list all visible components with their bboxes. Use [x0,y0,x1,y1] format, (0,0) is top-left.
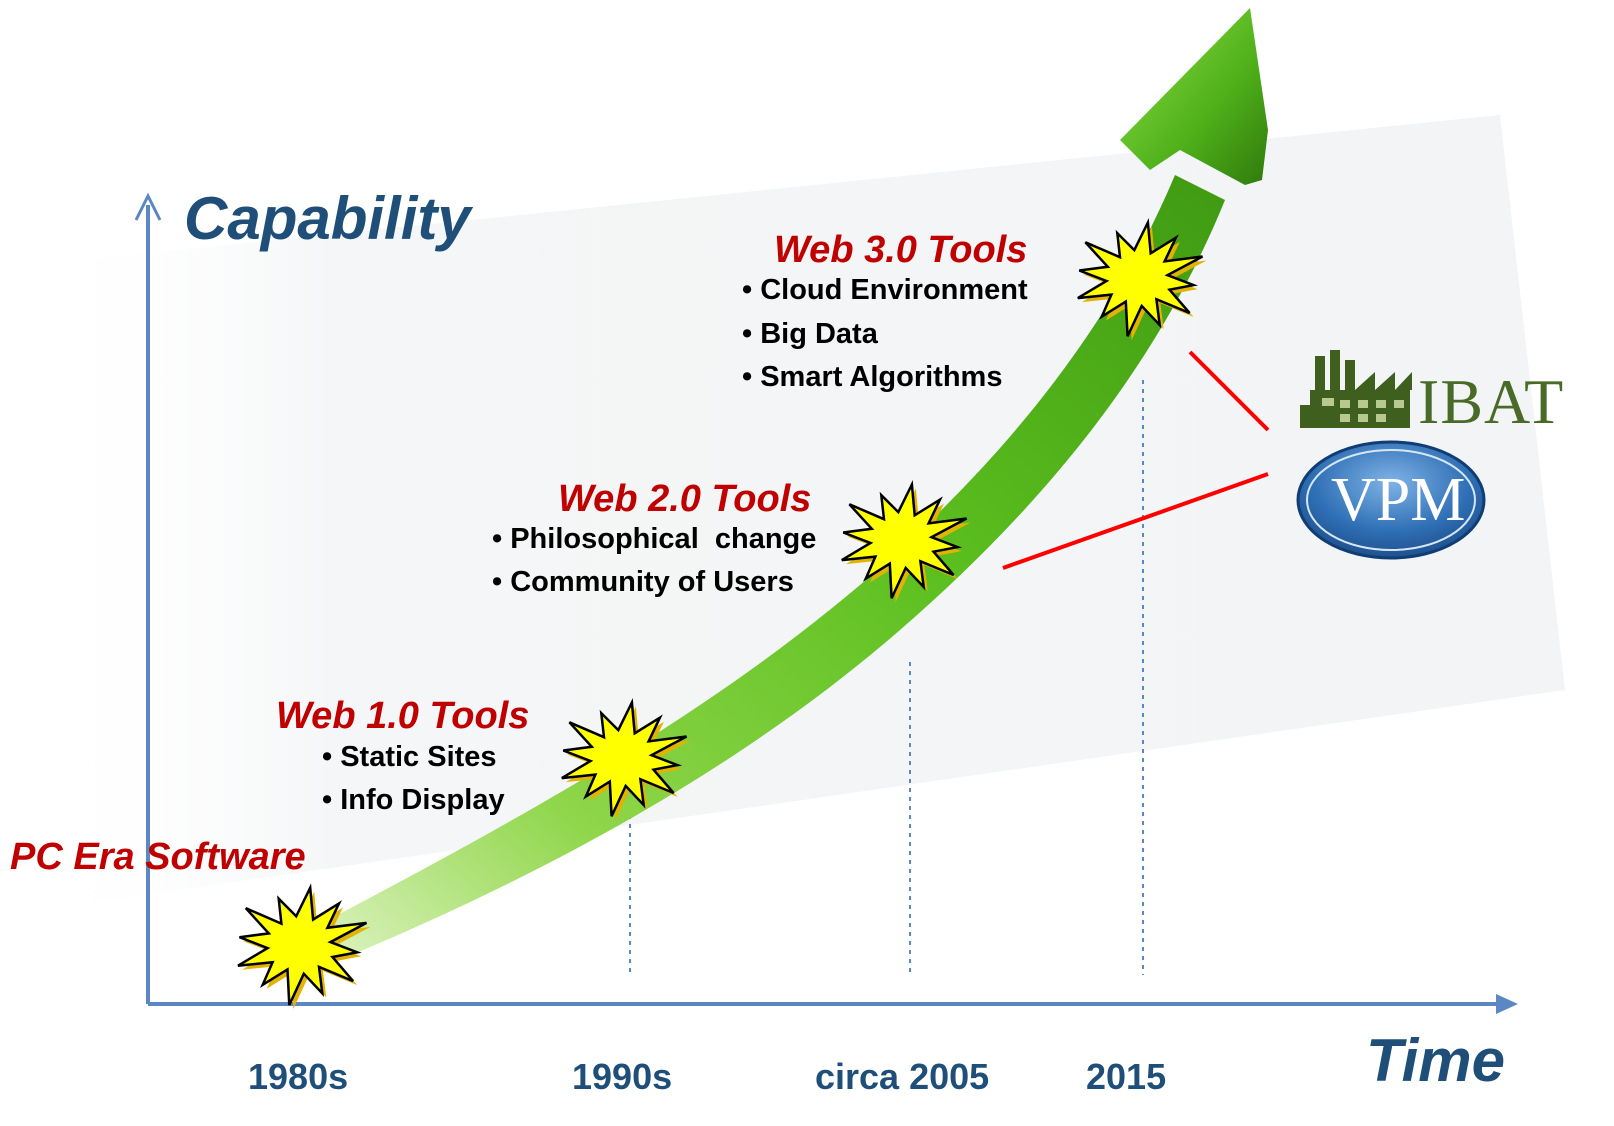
y-axis-label: Capability [184,185,471,252]
x-axis-label: Time [1366,1027,1505,1094]
milestone-web1-title: Web 1.0 Tools [276,695,530,737]
factory-icon [1300,350,1412,428]
milestone-web1-bullet-text: Info Display [340,784,505,816]
milestone-web2-bullet-text: Community of Users [510,566,794,598]
vpm-logo-text: VPM [1331,466,1466,534]
tick-label-1980s: 1980s [248,1056,349,1097]
tick-label-circa-2005: circa 2005 [815,1056,990,1097]
milestone-web3-bullet-text: Cloud Environment [760,274,1028,306]
milestone-web3-title: Web 3.0 Tools [774,229,1028,271]
starburst-web3 [1077,217,1204,337]
tick-label-2015: 2015 [1086,1056,1167,1097]
tick-label-1990s: 1990s [572,1056,673,1097]
milestone-pc-era-title: PC Era Software [10,836,306,878]
vpm-logo-ring [1306,449,1476,551]
background-panel [30,115,1565,910]
milestone-web1-bullet: • Static Sites [322,741,497,773]
capability-arrow-head [1120,8,1268,185]
y-axis-arrowhead [134,192,162,221]
milestone-web1-bullet: • Info Display [322,784,505,816]
milestone-web3-bullet: • Big Data [742,318,878,350]
milestone-web3-bullet: • Smart Algorithms [742,361,1003,393]
starburst-web1 [561,697,688,817]
milestone-web3-bullet-text: Big Data [752,318,878,350]
connector-web2-vpm [1002,472,1269,570]
milestone-web1-bullet-text: Static Sites [340,741,497,773]
milestone-web2-bullet-text: Philosophical change [510,523,817,555]
ibat-logo-text: IBAT [1418,366,1565,437]
milestone-web2-bullet: • Philosophical change [492,523,817,555]
vpm-logo-badge [1296,440,1486,560]
milestone-web3-bullet-text: Smart Algorithms [752,361,1003,393]
connector-web3-ibat [1188,350,1270,432]
milestone-web2-bullet: • Community of Users [492,566,794,598]
starburst-web2 [841,479,968,599]
starburst-pc-era [237,883,368,1006]
x-axis-arrowhead [1496,994,1518,1014]
milestone-web3-bullet: • Cloud Environment [742,274,1028,306]
milestone-web2-title: Web 2.0 Tools [558,478,812,520]
